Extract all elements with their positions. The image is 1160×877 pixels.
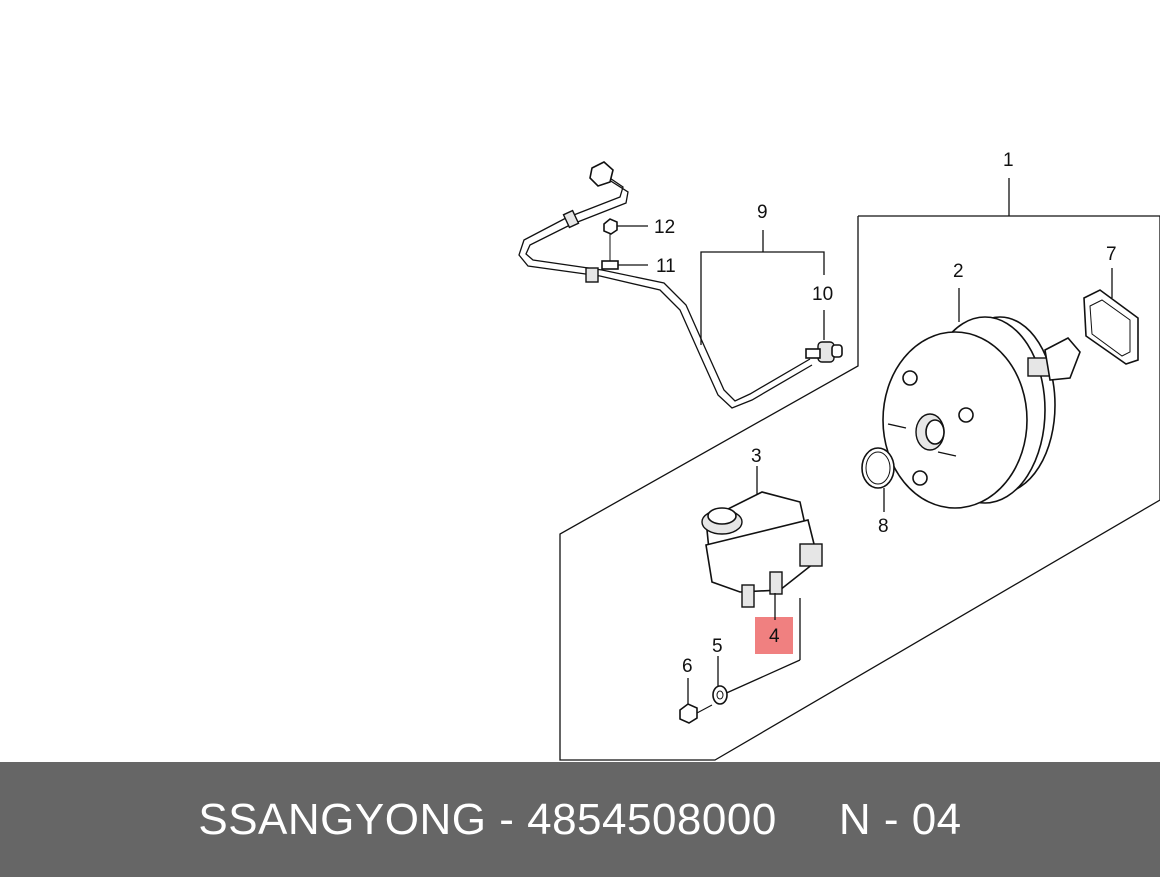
brake-pipe xyxy=(518,161,813,409)
highlight-4 xyxy=(755,617,793,654)
washer-5 xyxy=(712,685,728,705)
callout-12: 12 xyxy=(654,217,675,238)
callout-8: 8 xyxy=(878,516,889,537)
fitting-10 xyxy=(805,341,843,363)
clip-11 xyxy=(601,260,619,270)
o-ring-8 xyxy=(861,447,895,489)
separator: - xyxy=(499,794,515,844)
callout-10: 10 xyxy=(812,284,833,305)
gasket-7 xyxy=(1083,289,1139,365)
callout-9: 9 xyxy=(757,202,768,223)
brake-booster-2 xyxy=(882,316,1081,509)
footer-banner: SSANGYONG - 4854508000 N - 04 xyxy=(0,762,1160,877)
diagram-reference: N - 04 xyxy=(838,794,962,844)
callout-7: 7 xyxy=(1106,244,1117,265)
brand-name: SSANGYONG xyxy=(198,794,487,844)
callout-1: 1 xyxy=(1003,150,1014,171)
nut-6 xyxy=(679,703,698,724)
callout-6: 6 xyxy=(682,656,693,677)
assembly-outline xyxy=(559,215,1160,761)
part-number: 4854508000 xyxy=(527,794,777,844)
leader-9 xyxy=(700,251,825,345)
parts-diagram: 1 2 3 4 5 6 7 8 9 10 11 12 xyxy=(518,150,1160,761)
callout-5: 5 xyxy=(712,636,723,657)
callout-2: 2 xyxy=(953,261,964,282)
callout-4: 4 xyxy=(769,626,780,647)
nut-12 xyxy=(603,218,618,235)
callout-11: 11 xyxy=(656,256,676,277)
callout-3: 3 xyxy=(751,446,762,467)
master-cylinder-3 xyxy=(701,491,823,608)
